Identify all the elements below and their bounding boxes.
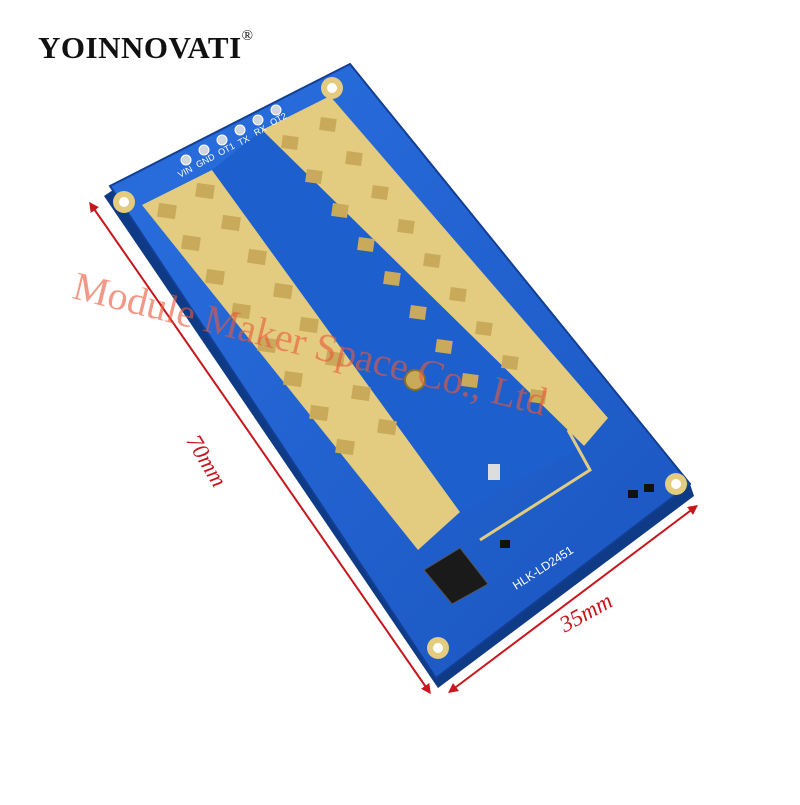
dimension-arrow-length	[89, 201, 431, 695]
pin-label-tx: TX	[236, 134, 251, 148]
smd-component	[500, 540, 510, 548]
dimension-arrow-width	[448, 504, 698, 694]
brand-logo: YOINNOVATI®	[38, 28, 254, 66]
smd-component	[644, 484, 654, 492]
registered-mark: ®	[241, 28, 254, 44]
smd-component	[488, 464, 500, 480]
smd-component	[628, 490, 638, 498]
brand-name: YOINNOVATI	[38, 30, 242, 65]
pin-header	[180, 104, 282, 166]
antenna-region-right	[262, 96, 608, 446]
